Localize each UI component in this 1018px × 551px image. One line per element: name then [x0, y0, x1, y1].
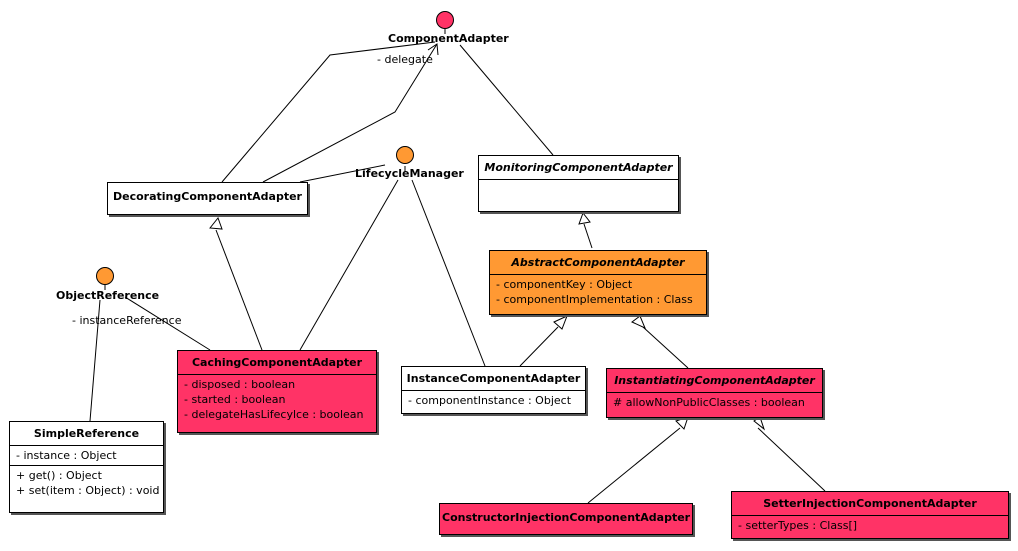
setter-injection-component-adapter-class[interactable]: SetterInjectionComponentAdapter - setter… — [731, 491, 1009, 539]
lifecycle-manager-interface-icon — [396, 146, 414, 164]
instance-extends-abstract — [519, 326, 559, 367]
class-name: AbstractComponentAdapter — [511, 256, 685, 269]
class-name: InstanceComponentAdapter — [406, 372, 581, 385]
component-adapter-interface-icon — [436, 11, 454, 29]
generalization-arrowhead — [209, 216, 223, 230]
decorating-realizes-lifecycle — [299, 164, 386, 183]
class-name: SimpleReference — [33, 427, 140, 440]
class-name: CachingComponentAdapter — [191, 356, 363, 369]
class-attributes: - disposed : boolean - started : boolean… — [178, 374, 376, 424]
class-name: ConstructorInjectionComponentAdapter — [442, 511, 691, 524]
attribute: - disposed : boolean — [184, 378, 296, 391]
abstract-extends-monitoring — [583, 223, 593, 249]
class-attributes: - instance : Object — [10, 445, 163, 465]
instantiating-extends-abstract — [642, 326, 689, 369]
instance-component-adapter-class[interactable]: InstanceComponentAdapter - componentInst… — [401, 366, 586, 414]
attribute: - started : boolean — [184, 393, 286, 406]
operation: + set(item : Object) : void — [16, 484, 160, 497]
decorating-delegate-association — [262, 43, 438, 183]
monitoring-realizes-component-adapter — [459, 44, 554, 156]
decorating-component-adapter-class[interactable]: DecoratingComponentAdapter — [107, 182, 308, 215]
monitoring-component-adapter-class[interactable]: MonitoringComponentAdapter — [478, 155, 679, 212]
delegate-role-label: - delegate — [377, 53, 433, 66]
class-attributes: - componentKey : Object - componentImple… — [490, 274, 706, 309]
abstract-component-adapter-class[interactable]: AbstractComponentAdapter - componentKey … — [489, 250, 707, 315]
simple-reference-class[interactable]: SimpleReference - instance : Object + ge… — [9, 421, 164, 513]
attribute: - delegateHasLifecylce : boolean — [184, 408, 364, 421]
class-attributes: - componentInstance : Object — [402, 390, 585, 410]
decorating-realizes-component-adapter — [221, 41, 436, 183]
class-attributes: - setterTypes : Class[] — [732, 515, 1008, 535]
class-name: DecoratingComponentAdapter — [113, 190, 302, 203]
class-name: InstantiatingComponentAdapter — [614, 374, 815, 387]
class-attributes: # allowNonPublicClasses : boolean — [607, 392, 822, 412]
generalization-arrowhead — [631, 315, 646, 329]
attribute: - componentInstance : Object — [408, 394, 572, 407]
class-name: SetterInjectionComponentAdapter — [763, 497, 977, 510]
class-attributes — [479, 179, 678, 212]
class-name: MonitoringComponentAdapter — [484, 161, 673, 174]
attribute: - componentImplementation : Class — [496, 293, 693, 306]
object-reference-interface-icon — [96, 267, 114, 285]
instantiating-component-adapter-class[interactable]: InstantiatingComponentAdapter # allowNon… — [606, 368, 823, 418]
generalization-arrowhead — [675, 416, 689, 430]
simple-reference-realizes-object-reference — [89, 299, 101, 422]
component-adapter-interface-label: ComponentAdapter — [388, 32, 509, 45]
delegate-arrowhead — [427, 43, 439, 56]
lifecycle-manager-interface-label: LifecycleManager — [355, 167, 464, 180]
caching-instance-reference-association — [124, 296, 211, 351]
generalization-arrowhead — [553, 315, 568, 330]
caching-extends-decorating — [215, 229, 263, 351]
caching-realizes-lifecycle — [299, 179, 399, 351]
constructor-injection-component-adapter-class[interactable]: ConstructorInjectionComponentAdapter — [439, 503, 693, 535]
instance-reference-role-label: - instanceReference — [72, 314, 182, 327]
object-reference-interface-label: ObjectReference — [56, 289, 160, 302]
setter-extends-instantiating — [757, 427, 826, 492]
class-operations: + get() : Object + set(item : Object) : … — [10, 465, 163, 500]
attribute: - componentKey : Object — [496, 278, 633, 291]
generalization-arrowhead — [753, 416, 766, 431]
operation: + get() : Object — [16, 469, 102, 482]
constructor-extends-instantiating — [587, 427, 681, 504]
attribute: # allowNonPublicClasses : boolean — [613, 396, 805, 409]
attribute: - setterTypes : Class[] — [738, 519, 858, 532]
instance-realizes-lifecycle — [411, 179, 486, 367]
caching-component-adapter-class[interactable]: CachingComponentAdapter - disposed : boo… — [177, 350, 377, 433]
generalization-arrowhead — [578, 211, 591, 225]
attribute: - instance : Object — [16, 449, 117, 462]
